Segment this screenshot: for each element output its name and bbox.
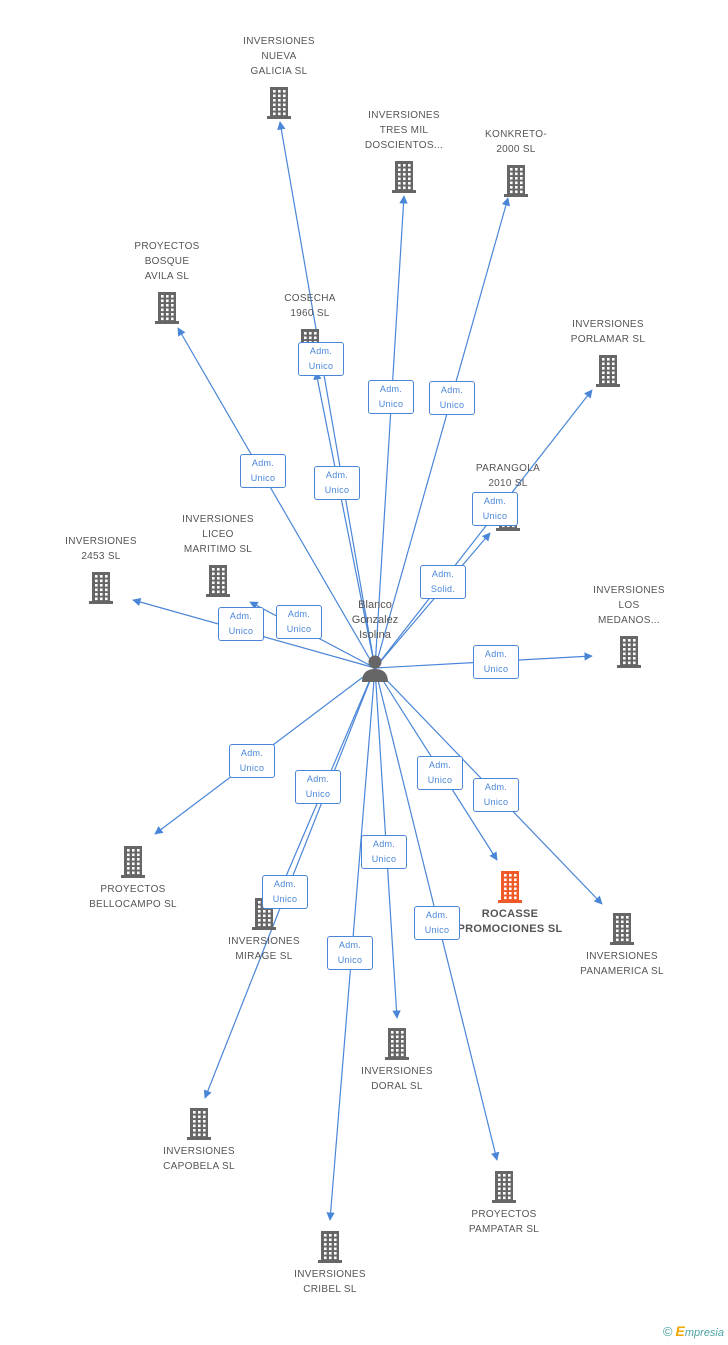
building-icon — [439, 1169, 569, 1203]
company-name: INVERSIONES DORAL SL — [361, 1066, 433, 1092]
company-node[interactable]: PROYECTOS BELLOCAMPO SL — [68, 844, 198, 912]
role-badge: Adm. Unico — [417, 756, 463, 790]
brand-logo-rest: mpresia — [684, 1327, 724, 1339]
company-node[interactable]: INVERSIONES LOS MEDANOS... — [564, 583, 694, 668]
company-node[interactable]: ROCASSE PROMOCIONES SL — [445, 869, 575, 937]
building-icon — [265, 1229, 395, 1263]
relation-edge — [277, 121, 376, 669]
company-name: INVERSIONES PANAMERICA SL — [580, 951, 664, 977]
person-icon[interactable] — [360, 653, 390, 683]
role-badge: Adm. Unico — [361, 835, 407, 869]
company-node[interactable]: INVERSIONES 2453 SL — [36, 534, 166, 604]
company-name: PROYECTOS BELLOCAMPO SL — [89, 884, 177, 910]
role-badge: Adm. Unico — [429, 381, 475, 415]
company-name: INVERSIONES LICEO MARITIMO SL — [182, 514, 254, 555]
role-badge: Adm. Solid. — [420, 565, 466, 599]
company-name: INVERSIONES NUEVA GALICIA SL — [243, 36, 315, 77]
building-icon — [557, 911, 687, 945]
role-badge: Adm. Unico — [414, 906, 460, 940]
company-name: INVERSIONES CRIBEL SL — [294, 1269, 366, 1295]
company-node[interactable]: INVERSIONES PANAMERICA SL — [557, 911, 687, 979]
company-name: PARANGOLA 2010 SL — [475, 463, 541, 489]
role-badge: Adm. Unico — [295, 770, 341, 804]
building-icon — [134, 1106, 264, 1140]
company-name: ROCASSE PROMOCIONES SL — [457, 908, 563, 935]
relation-edge — [177, 327, 376, 669]
company-name: INVERSIONES PORLAMAR SL — [570, 319, 646, 345]
building-icon — [445, 869, 575, 903]
company-name: PROYECTOS PAMPATAR SL — [468, 1209, 540, 1235]
role-badge: Adm. Unico — [298, 342, 344, 376]
building-icon — [102, 290, 232, 324]
building-icon — [564, 634, 694, 668]
role-badge: Adm. Unico — [473, 645, 519, 679]
footer-brand: © Empresia — [663, 1323, 724, 1339]
company-node[interactable]: INVERSIONES PORLAMAR SL — [543, 317, 673, 387]
role-badge: Adm. Unico — [473, 778, 519, 812]
building-icon — [214, 85, 344, 119]
building-icon — [339, 159, 469, 193]
building-icon — [451, 163, 581, 197]
relation-edge — [374, 389, 593, 669]
relation-edge — [374, 195, 408, 669]
company-name: INVERSIONES CAPOBELA SL — [163, 1146, 235, 1172]
building-icon — [68, 844, 198, 878]
company-name: INVERSIONES 2453 SL — [65, 536, 137, 562]
role-badge: Adm. Unico — [262, 875, 308, 909]
company-name: INVERSIONES MIRAGE SL — [228, 936, 300, 962]
building-icon — [332, 1026, 462, 1060]
company-name: KONKRETO- 2000 SL — [485, 129, 547, 155]
building-icon — [36, 570, 166, 604]
role-badge: Adm. Unico — [368, 380, 414, 414]
role-badge: Adm. Unico — [314, 466, 360, 500]
role-badge: Adm. Unico — [327, 936, 373, 970]
company-node[interactable]: INVERSIONES DORAL SL — [332, 1026, 462, 1094]
company-node[interactable]: PROYECTOS PAMPATAR SL — [439, 1169, 569, 1237]
role-badge: Adm. Unico — [240, 454, 286, 488]
company-node[interactable]: INVERSIONES LICEO MARITIMO SL — [153, 512, 283, 597]
company-node[interactable]: INVERSIONES TRES MIL DOSCIENTOS... — [339, 108, 469, 193]
role-badge: Adm. Unico — [218, 607, 264, 641]
role-badge: Adm. Unico — [276, 605, 322, 639]
company-name: PROYECTOS BOSQUE AVILA SL — [134, 241, 200, 282]
company-name: COSECHA 1960 SL — [284, 293, 336, 319]
center-person-name: Blanco Gonzalez Isolina — [351, 599, 399, 641]
role-badge: Adm. Unico — [229, 744, 275, 778]
company-node[interactable]: INVERSIONES CAPOBELA SL — [134, 1106, 264, 1174]
company-node[interactable]: INVERSIONES CRIBEL SL — [265, 1229, 395, 1297]
relation-edge — [374, 197, 510, 669]
company-node[interactable]: INVERSIONES NUEVA GALICIA SL — [214, 34, 344, 119]
company-node[interactable]: PROYECTOS BOSQUE AVILA SL — [102, 239, 232, 324]
building-icon — [543, 353, 673, 387]
company-node[interactable]: KONKRETO- 2000 SL — [451, 127, 581, 197]
relation-edge — [313, 371, 376, 669]
company-name: INVERSIONES LOS MEDANOS... — [593, 585, 665, 626]
role-badge: Adm. Unico — [472, 492, 518, 526]
brand-logo-e: E — [675, 1323, 685, 1339]
relation-edge — [374, 532, 491, 669]
building-icon — [153, 563, 283, 597]
company-name: INVERSIONES TRES MIL DOSCIENTOS... — [364, 110, 444, 151]
copyright-symbol: © — [662, 1324, 673, 1339]
